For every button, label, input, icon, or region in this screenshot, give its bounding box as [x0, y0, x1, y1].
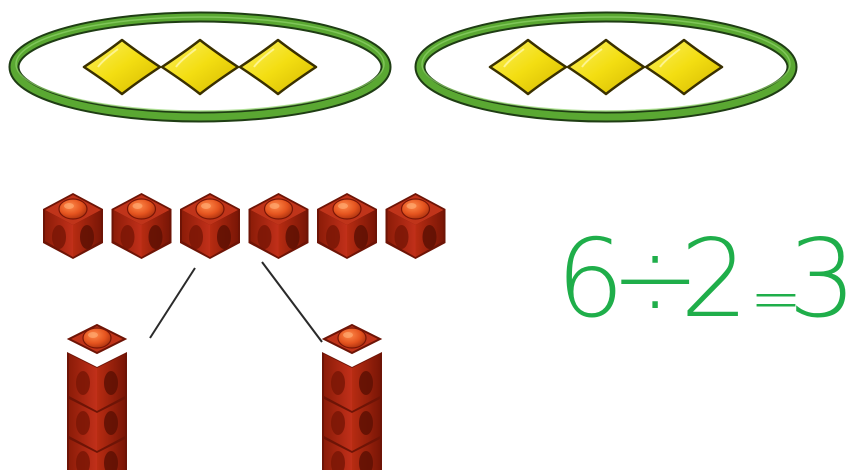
yellow-pillow — [566, 38, 646, 96]
yellow-pillow — [238, 38, 318, 96]
cube-tower — [321, 323, 383, 470]
connector-line — [261, 261, 323, 343]
yellow-pillow — [82, 38, 162, 96]
cube-tower — [66, 323, 128, 470]
red-cube — [42, 192, 104, 260]
equation-dividend: 6 — [556, 217, 625, 342]
equation-divide-sign: ÷ — [610, 217, 701, 342]
yellow-pillow — [160, 38, 240, 96]
red-cube — [384, 192, 447, 260]
red-cube — [110, 192, 173, 260]
equation-divisor: 2 — [680, 217, 749, 342]
yellow-pillow — [644, 38, 724, 96]
yellow-pillow — [488, 38, 568, 96]
red-cube — [179, 192, 241, 260]
equation-quotient: 3 — [788, 217, 854, 342]
connector-line — [149, 267, 196, 339]
group-ring — [414, 11, 798, 123]
red-cube — [316, 192, 378, 260]
equation-equals-sign: = — [750, 262, 802, 335]
red-cube — [247, 192, 310, 260]
group-ring — [8, 11, 392, 123]
division-equation: 6 ÷ 2 = 3 — [556, 226, 854, 346]
